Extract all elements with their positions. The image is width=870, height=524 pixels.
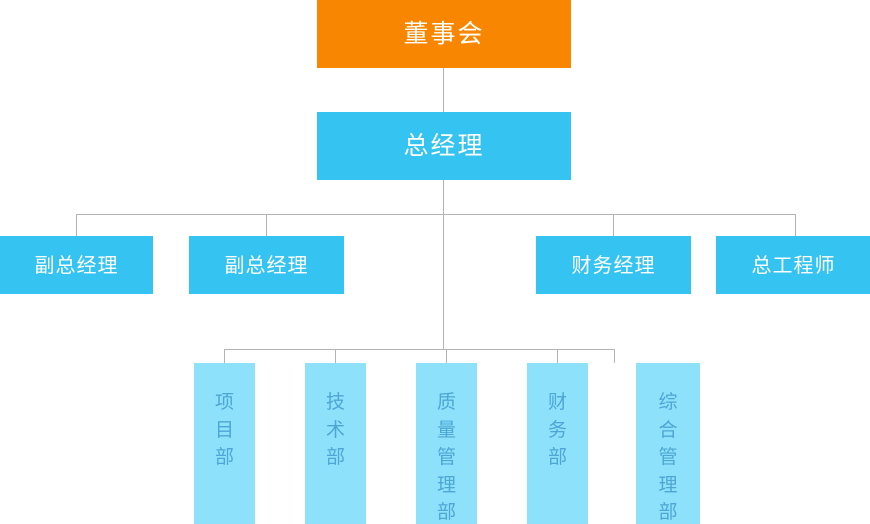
connector-drop-manager-3 (613, 214, 614, 236)
connector-drop-department-5 (614, 349, 615, 363)
connector-bus-departments (224, 349, 615, 350)
connector-drop-department-4 (557, 349, 558, 363)
node-department-general-management[interactable]: 综合管理部 (636, 363, 700, 524)
connector-drop-department-3 (446, 349, 447, 363)
node-deputy-general-manager-2-label: 副总经理 (224, 252, 309, 277)
node-department-quality-management[interactable]: 质量管理部 (416, 363, 477, 524)
node-department-finance-label: 财务部 (548, 391, 568, 469)
connector-drop-department-2 (335, 349, 336, 363)
connector-drop-manager-1 (76, 214, 77, 236)
node-board-of-directors[interactable]: 董事会 (317, 0, 571, 68)
node-board-label: 董事会 (403, 19, 485, 49)
node-department-project-label: 项目部 (215, 391, 235, 469)
node-department-project[interactable]: 项目部 (194, 363, 255, 524)
node-department-general-management-label: 综合管理部 (658, 391, 678, 524)
node-department-technology-label: 技术部 (326, 391, 346, 469)
connector-drop-manager-4 (795, 214, 796, 236)
node-deputy-general-manager-1[interactable]: 副总经理 (0, 236, 153, 294)
connector-gm-drop (443, 180, 444, 215)
connector-gm-spine-to-departments (443, 214, 444, 349)
node-department-finance[interactable]: 财务部 (527, 363, 588, 524)
node-general-manager-label: 总经理 (403, 131, 485, 161)
node-finance-manager[interactable]: 财务经理 (536, 236, 691, 294)
node-chief-engineer[interactable]: 总工程师 (716, 236, 870, 294)
node-department-technology[interactable]: 技术部 (305, 363, 366, 524)
node-department-quality-management-label: 质量管理部 (437, 391, 457, 524)
connector-drop-department-1 (224, 349, 225, 363)
node-chief-engineer-label: 总工程师 (751, 252, 836, 277)
node-general-manager[interactable]: 总经理 (317, 112, 571, 180)
node-finance-manager-label: 财务经理 (571, 252, 656, 277)
connector-bus-managers (76, 214, 795, 215)
node-deputy-general-manager-2[interactable]: 副总经理 (189, 236, 344, 294)
connector-board-to-gm (443, 68, 444, 112)
connector-drop-manager-2 (266, 214, 267, 236)
node-deputy-general-manager-1-label: 副总经理 (34, 252, 119, 277)
